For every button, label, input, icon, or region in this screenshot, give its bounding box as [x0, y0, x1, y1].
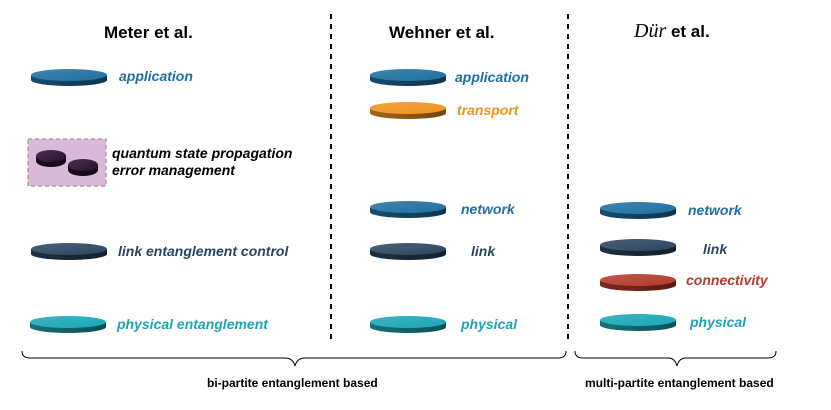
dur-layer-link: link [703, 241, 728, 257]
bracket-bipartite [21, 350, 567, 367]
wehner-disk-link [370, 243, 446, 260]
meter-disk-quantum-state-propagation [36, 150, 66, 167]
meter-disk-error-management [68, 159, 98, 176]
footer-multipartite-label: multi-partite entanglement based [585, 376, 774, 390]
column-title-dur: Dür et al. [634, 20, 710, 42]
wehner-layer-application: application [455, 69, 529, 85]
dur-disk-link [600, 239, 676, 256]
dur-disk-physical [600, 314, 676, 331]
meter-disk-physical-entanglement [30, 316, 106, 333]
dur-layer-connectivity: connectivity [686, 272, 768, 288]
layer-disks [30, 69, 676, 333]
dur-layer-network: network [688, 202, 742, 218]
wehner-layer-link: link [471, 243, 496, 259]
dur-disk-connectivity [600, 274, 676, 291]
column-title-meter: Meter et al. [104, 23, 193, 42]
wehner-layer-transport: transport [457, 102, 519, 118]
column-title-wehner: Wehner et al. [389, 23, 495, 42]
wehner-disk-application [370, 69, 446, 86]
meter-layer-error-management: error management [112, 162, 235, 178]
dur-layer-physical: physical [690, 314, 747, 330]
wehner-disk-transport [370, 102, 446, 119]
wehner-layer-physical: physical [461, 316, 518, 332]
wehner-disk-network [370, 201, 446, 218]
meter-disk-application [31, 69, 107, 86]
meter-layer-application: application [119, 68, 193, 84]
meter-layer-physical-entanglement: physical entanglement [117, 316, 268, 332]
meter-layer-quantum-state-propagation: quantum state propagation [112, 145, 293, 161]
bracket-multipartite [574, 350, 777, 367]
dur-disk-network [600, 202, 676, 219]
meter-layer-link-entanglement-control: link entanglement control [118, 243, 289, 259]
meter-disk-link-entanglement-control [31, 243, 107, 260]
footer-bipartite-label: bi-partite entanglement based [207, 376, 378, 390]
wehner-disk-physical [370, 316, 446, 333]
wehner-layer-network: network [461, 201, 515, 217]
